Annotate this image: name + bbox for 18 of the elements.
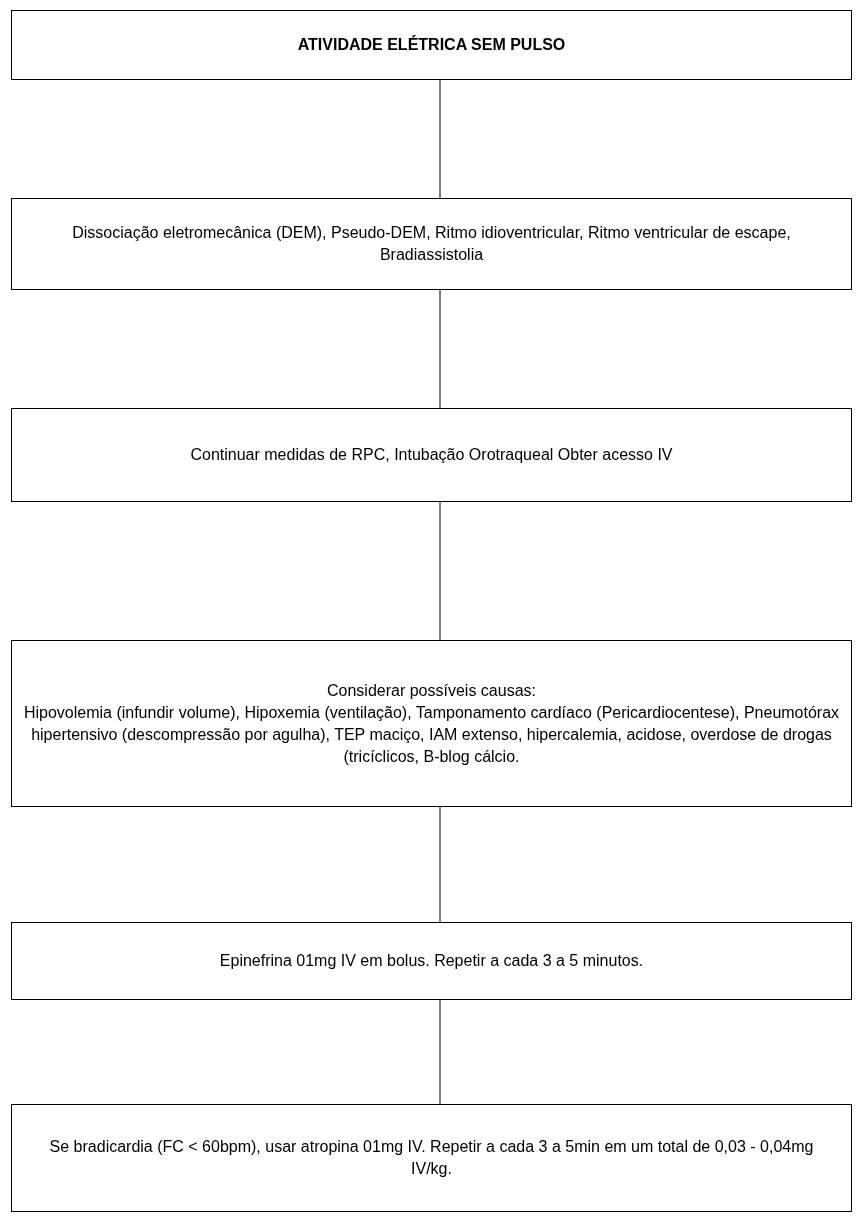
process-box [11,1104,852,1212]
connector-line [439,999,441,1105]
heading-text: Considerar possíveis causas: [327,680,536,701]
connector-line [439,806,441,923]
process-box [11,10,852,80]
process-box [11,922,852,1000]
process-box [11,408,852,502]
connector-line [439,501,441,641]
body-text: Epinefrina 01mg IV em bolus. Repetir a cada 3 a 5 minutos. [219,951,644,971]
body-text: Dissociação eletromecânica (DEM), Pseudo-DEM, Ritmo idioventricular, Ritmo ventricular de escape, Bradiassistolia [71,223,792,265]
process-box [11,640,852,807]
body-text: Hipovolemia (infundir volume), Hipoxemia (ventilação), Tamponamento cardíaco (Pericardiocentese), Pneumotórax hipertensivo (descompressão por agulha), TEP maciço, IAM extenso, hipercalemia, acidose, overdose de drogas (tricíclicos, B-blog cálcio. [22,702,841,767]
body-text: Continuar medidas de RPC, Intubação Orotraqueal Obter acesso IV [190,445,673,465]
title-text: ATIVIDADE ELÉTRICA SEM PULSO [297,34,566,55]
body-text: Se bradicardia (FC < 60bpm), usar atropina 01mg IV. Repetir a cada 3 a 5min em um total de 0,03 - 0,04mg IV/kg. [48,1137,815,1179]
process-box [11,198,852,290]
connector-line [439,79,441,199]
connector-line [439,289,441,409]
